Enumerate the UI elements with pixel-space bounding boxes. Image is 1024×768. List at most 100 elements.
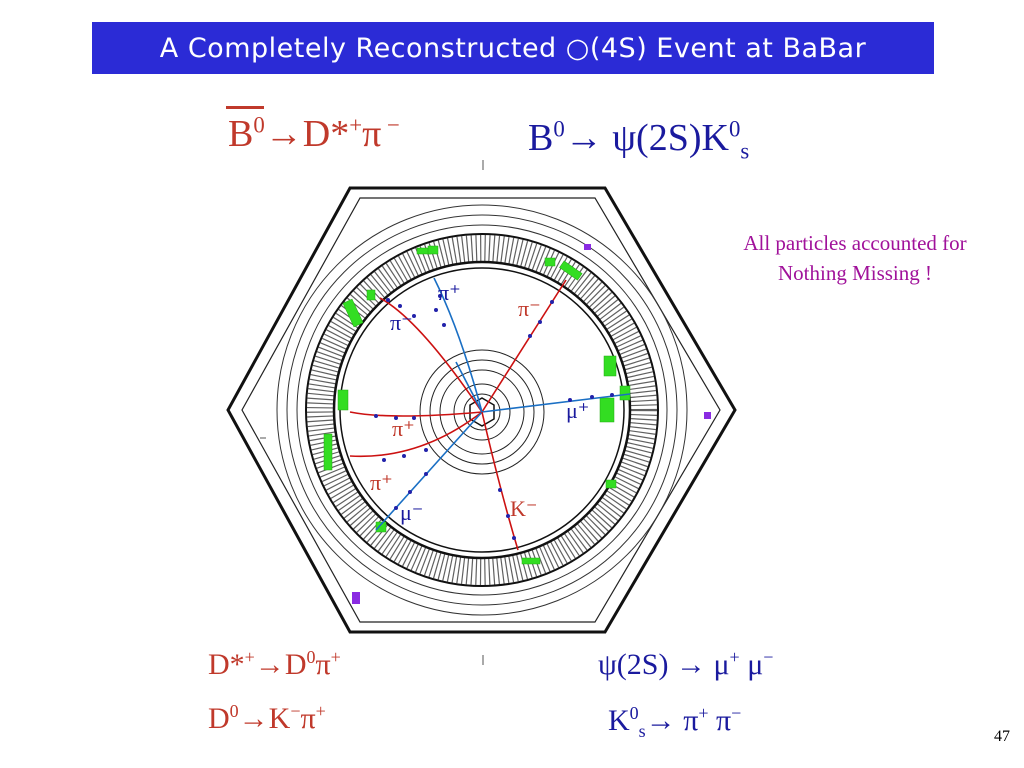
decay-arrow: →: [264, 113, 303, 155]
bbar-overline: [226, 106, 264, 109]
muon-hits: [352, 244, 711, 604]
cal-hit: [337, 389, 349, 411]
hit: [512, 536, 516, 540]
label-pi-plus-top: π⁺: [438, 280, 461, 305]
inner-ring: [439, 369, 525, 455]
decay-sup: 0: [306, 647, 316, 667]
detector-ring: [286, 214, 678, 606]
detector-ring: [276, 204, 688, 616]
decay-arrow: →: [254, 648, 285, 681]
decay-text: π: [362, 113, 382, 155]
decay-sup: −: [381, 112, 400, 138]
hit: [402, 454, 406, 458]
track-vertex-link: [455, 361, 483, 413]
decay-sup: −: [290, 701, 301, 721]
decay-b-to-psi-ks: B0→ ψ(2S)K0s: [528, 116, 749, 162]
decay-text: D*: [208, 648, 245, 681]
decay-text: ψ(2S) → μ: [598, 648, 730, 681]
hit: [424, 472, 428, 476]
decay-sup: +: [349, 112, 363, 138]
decay-arrow: →: [564, 117, 613, 159]
track-pi-plus-top: [433, 277, 483, 413]
label-pi-plus-low: π⁺: [370, 470, 393, 495]
track-mu-plus: [481, 393, 631, 413]
decay-sup: +: [330, 647, 341, 667]
hit: [382, 458, 386, 462]
label-pi-minus-right: π⁻: [518, 296, 541, 321]
decay-sup: 0: [253, 112, 265, 138]
cal-hit: [521, 557, 541, 565]
hit: [590, 395, 594, 399]
label-pi-plus-mid: π⁺: [392, 416, 415, 441]
decay-bbar-to-dstar-pi: B0→D*+π −: [228, 112, 400, 156]
hit: [506, 514, 510, 518]
track-pi-plus-mid: [349, 411, 483, 417]
label-mu-minus: μ⁻: [400, 500, 423, 525]
decay-sup: +: [244, 647, 255, 667]
outer-hexagon: [226, 186, 737, 634]
hit: [434, 308, 438, 312]
decay-sup: +: [698, 703, 709, 723]
muon-hit: [584, 244, 591, 250]
cal-hit: [427, 245, 439, 255]
cal-hit: [544, 257, 556, 267]
inner-hexagon: [241, 197, 721, 623]
calorimeter-inner: [332, 260, 632, 560]
decay-text: K: [268, 702, 291, 735]
hit: [424, 448, 428, 452]
slide-title: A Completely Reconstructed ○(4S) Event a…: [92, 22, 934, 74]
detector-ring: [296, 224, 668, 596]
hit: [568, 398, 572, 402]
decay-arrow: → π: [645, 704, 699, 737]
hit: [398, 304, 402, 308]
decay-text: π: [300, 702, 316, 735]
calorimeter-deposits: [323, 245, 631, 565]
cal-hit: [342, 298, 364, 328]
decay-text: π: [708, 704, 732, 737]
decay-text: D: [208, 702, 230, 735]
track-pi-minus-left: [379, 297, 483, 413]
decay-text: D: [284, 648, 307, 681]
decay-sup: +: [729, 647, 740, 667]
label-mu-plus: μ⁺: [566, 398, 589, 423]
decay-sup: 0: [728, 116, 741, 142]
hit: [538, 320, 542, 324]
decay-text: π: [315, 648, 331, 681]
label-k-minus: K⁻: [510, 496, 538, 521]
track-mu-minus: [375, 411, 483, 531]
cal-hit: [619, 385, 631, 401]
hit: [442, 323, 446, 327]
decay-psi-to-mumu: ψ(2S) → μ+ μ−: [598, 648, 773, 682]
decay-text: B: [228, 113, 254, 155]
track-pi-plus-low: [349, 411, 483, 458]
decay-sub: s: [638, 721, 646, 741]
decay-sub: s: [740, 138, 750, 164]
decay-sup: +: [315, 701, 326, 721]
page-number: 47: [994, 728, 1010, 745]
muon-hit: [704, 412, 711, 419]
vertex-detector: [469, 397, 495, 427]
hit: [438, 294, 442, 298]
cal-hit: [375, 521, 387, 533]
note-line-1: All particles accounted for: [743, 231, 967, 255]
hit: [386, 298, 390, 302]
decay-arrow: →: [238, 702, 269, 735]
cal-hit: [366, 289, 376, 301]
decay-sup: −: [763, 647, 774, 667]
decay-text: ψ(2S)K: [612, 117, 729, 159]
decay-sup: 0: [229, 701, 239, 721]
hit: [412, 416, 416, 420]
decay-ks-to-pipi: K0s→ π+ π−: [608, 703, 741, 741]
hit: [610, 393, 614, 397]
hit: [394, 506, 398, 510]
cal-hit: [323, 433, 333, 471]
annotation-note: All particles accounted for Nothing Miss…: [690, 228, 1020, 288]
decay-text: D*: [302, 113, 350, 155]
hit: [394, 416, 398, 420]
calorimeter-outer: [305, 233, 659, 587]
cal-hit: [559, 260, 583, 281]
note-line-2: Nothing Missing !: [777, 261, 932, 285]
muon-hit: [352, 592, 360, 604]
cal-hit: [599, 397, 615, 423]
